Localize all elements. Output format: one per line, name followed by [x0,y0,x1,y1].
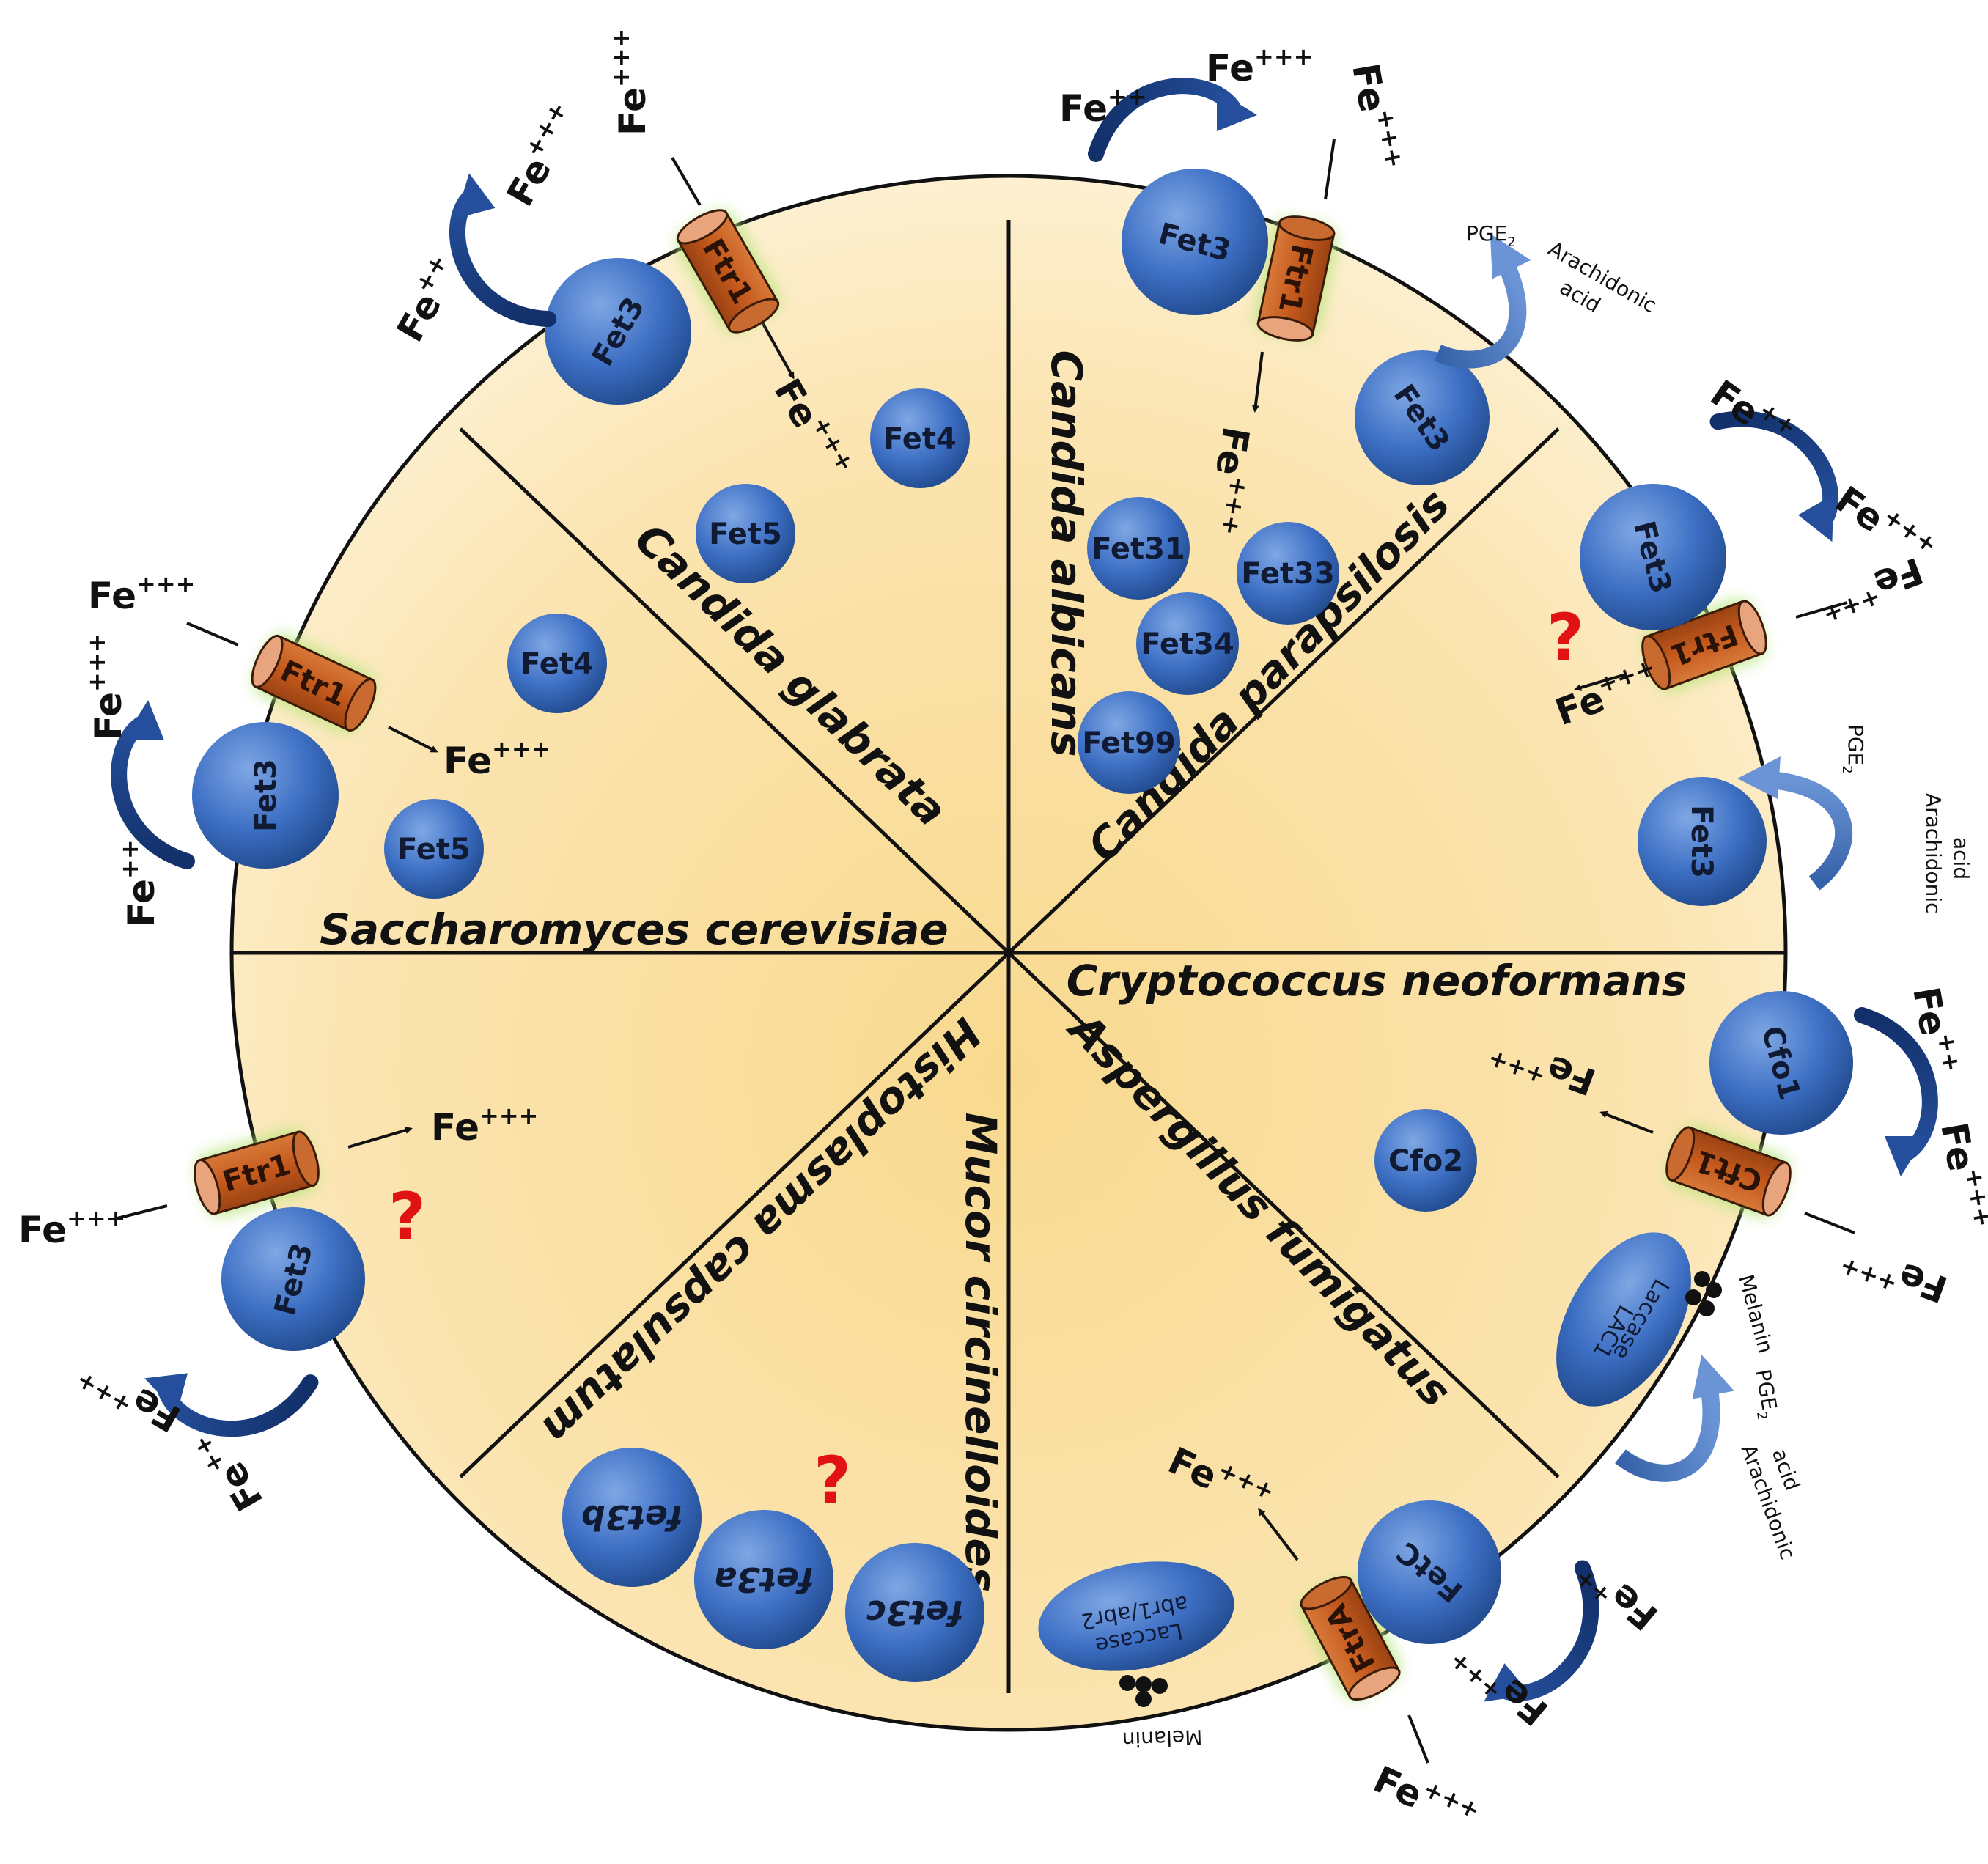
fe2-label-cryptococcus: Fe++ [1904,983,1966,1077]
fe3-label-histoplasma-arc: Fe+++ [71,1349,188,1444]
saccharomyces-complex: Ftr1 Fet3 Fe+++ Fe+++ Fe++ Fe+++ [83,570,551,927]
fet3-parapsilosis-1 [1580,484,1726,630]
fe3-label-saccharomyces-inner: Fe+++ [443,735,551,782]
fet3-albicans-1 [1122,169,1268,315]
melanin-granules-aspergillus [1119,1675,1168,1707]
melanin-label-aspergillus: Melanin [1122,1725,1203,1752]
species-label-candida-albicans: Candida albicans [1042,350,1091,757]
protein-fet3a: fet3a [694,1510,833,1649]
protein-fet34: Fet34 [1136,592,1239,695]
cft1-cryptococcus: Cft1 [1660,1120,1797,1223]
protein-fet99: Fet99 [1078,691,1180,794]
protein-fet4-glabrata: Fet4 [870,388,970,488]
sector-dividers [232,220,1786,1693]
melanin-granules-cryptococcus [1685,1271,1722,1316]
svg-text:Fet99: Fet99 [1082,726,1176,760]
ftr1-glabrata: Ftr1 [669,202,787,340]
protein-fet31: Fet31 [1087,497,1190,600]
protein-fet33: Fet33 [1237,522,1339,625]
species-label-mucor: Mucor circinelloides [956,1113,1006,1593]
svg-text:Fet3: Fet3 [1685,805,1718,878]
fe2-label-parapsilosis: Fe++ [1703,368,1802,457]
fe3-label-aspergillus-outer: Fe+++ [1367,1754,1484,1842]
laccase-lac1 [1556,1232,1691,1407]
unknown-mark-mucor: ? [814,1443,851,1518]
fe-arc-arrow-cryptococcus [1862,1015,1930,1176]
fe3-label-glabrata-outer: Fe+++ [607,29,654,136]
unknown-mark-histoplasma: ? [389,1179,426,1254]
ftr1-parapsilosis: Ftr1 [1635,594,1773,696]
protein-fet3c: fet3c [845,1543,984,1682]
fe2-label-albicans: Fe++ [1059,83,1147,130]
arachidonic-label-cryptococcus: Arachidonicacid [1736,1432,1826,1563]
svg-text:Fet4: Fet4 [883,422,957,456]
fet3-histoplasma [221,1207,365,1351]
arachidonic-label-albicans: Arachidonicacid [1531,236,1661,342]
svg-text:Fet4: Fet4 [520,647,594,681]
fe3-label-parapsilosis-outer: Fe+++ [1813,549,1930,630]
protein-fet5-glabrata: Fet5 [696,484,795,583]
fe3-label-histoplasma-inner: Fe+++ [431,1102,538,1149]
svg-text:Fet3: Fet3 [249,759,283,832]
fet3-parapsilosis-2 [1638,777,1767,906]
fe2-label-saccharomyces: Fe++ [116,839,163,927]
fe3-label-cryptococcus-arc: Fe+++ [1932,1119,1988,1232]
svg-text:fet3a: fet3a [714,1560,814,1599]
svg-text:Fet33: Fet33 [1241,557,1335,591]
protein-cfo2: Cfo2 [1374,1109,1477,1212]
svg-text:Fet31: Fet31 [1091,532,1185,566]
melanin-label-cryptococcus: Melanin [1734,1272,1778,1355]
svg-text:fet3b: fet3b [581,1498,682,1537]
fetc-aspergillus [1358,1500,1501,1644]
fe3-label-glabrata-arc: Fe+++ [495,97,589,213]
pge2-label-parapsilosis: PGE2 [1839,724,1868,774]
protein-fet4-saccharomyces: Fet4 [507,614,607,713]
fe3-label-histoplasma-outer: Fe+++ [18,1204,125,1251]
fet3-saccharomyces [192,722,339,869]
svg-text:Fet5: Fet5 [397,833,471,866]
svg-text:fet3c: fet3c [866,1593,963,1632]
svg-text:Fet34: Fet34 [1141,627,1234,661]
histoplasma-complex: Ftr1 Fet3 Fe+++ Fe+++ Fe+++ Fe++ ? [18,1102,538,1518]
ftr1-albicans: Ftr1 [1251,212,1340,346]
protein-fet3b: fet3b [562,1448,702,1587]
cryptococcus-complex: Cft1 Cfo1 Fe++ Fe+++ Fe+++ Fe+++ Laccase… [1484,983,1988,1563]
fe3-label-cryptococcus-outer: Fe+++ [1836,1234,1954,1315]
fe3-label-saccharomyces-arc: Fe+++ [83,633,130,740]
species-label-saccharomyces: Saccharomyces cerevisiae [320,905,948,954]
fe3-label-albicans-outer: Fe+++ [1344,59,1408,173]
unknown-mark-parapsilosis: ? [1547,600,1584,675]
cfo1-cryptococcus [1709,991,1853,1135]
species-label-cryptococcus: Cryptococcus neoformans [1067,956,1687,1006]
svg-text:Fet5: Fet5 [709,517,782,551]
svg-text:Cfo2: Cfo2 [1388,1144,1463,1178]
protein-fet5-saccharomyces: Fet5 [384,799,484,899]
laccase-abr [1038,1561,1234,1671]
ftr1-histoplasma: Ftr1 [188,1125,325,1221]
fet3-glabrata [545,258,691,405]
fe3-label-saccharomyces-outer: Fe+++ [88,570,195,617]
pge2-label-albicans: PGE2 [1466,221,1516,250]
pge2-label-cryptococcus: PGE2 [1746,1367,1783,1421]
fet3-albicans-2 [1355,350,1490,485]
ftr1-saccharomyces: Ftr1 [244,628,383,739]
fe3-label-albicans-arc: Fe+++ [1206,43,1313,89]
